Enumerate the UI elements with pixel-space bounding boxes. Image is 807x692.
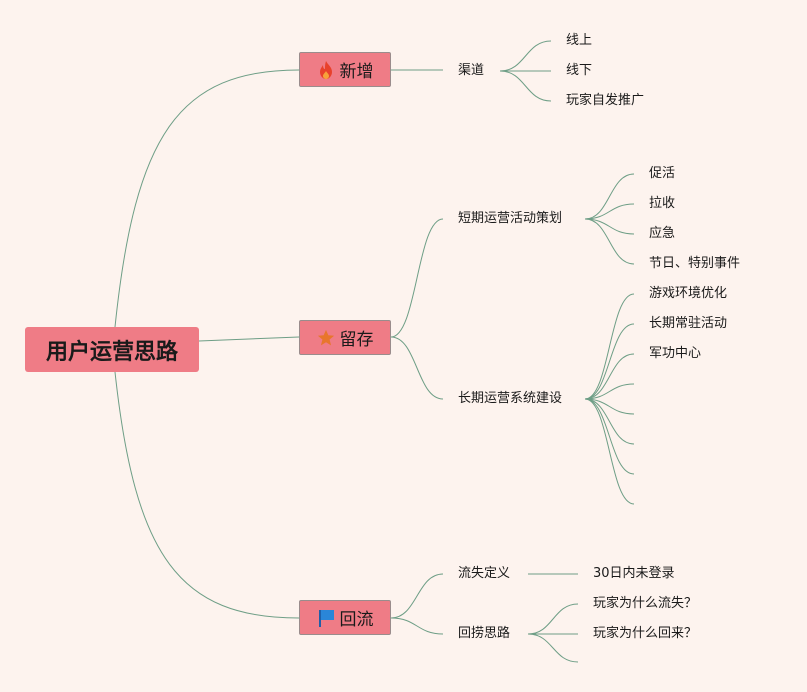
leaf-node[interactable]: 游戏环境优化 <box>649 286 728 301</box>
leaf-node[interactable]: 30日内未登录 <box>593 566 675 581</box>
leaf-node[interactable]: 节日、特别事件 <box>649 256 741 271</box>
root-node[interactable]: 用户运营思路 <box>25 327 199 372</box>
leaf-node[interactable]: 线下 <box>566 63 593 78</box>
root-node-label: 用户运营思路 <box>45 339 178 365</box>
leaf-node[interactable]: 拉收 <box>649 196 676 211</box>
edge-short-leaf <box>584 173 635 220</box>
edge-root-new <box>114 69 300 328</box>
leaf-node[interactable]: 军功中心 <box>649 346 702 361</box>
topic-node-short-term[interactable]: 短期运营活动策划 <box>458 211 563 226</box>
topic-node-churn-definition[interactable]: 流失定义 <box>458 566 511 581</box>
edge-long-leaf <box>584 383 635 400</box>
edge-long-leaf <box>584 323 635 400</box>
edge-recall-leaf <box>527 603 579 635</box>
leaf-node[interactable]: 玩家为什么回来？ <box>593 626 698 641</box>
leaf-node[interactable]: 促活 <box>649 166 676 181</box>
edge-long-leaf <box>584 353 635 400</box>
branch-node-new[interactable]: 新增 <box>299 52 391 87</box>
edge-channel-leaf <box>499 40 552 72</box>
edge-root-return <box>114 371 300 619</box>
fire-icon <box>317 60 335 80</box>
edge-long-leaf <box>584 293 635 400</box>
topic-node-channel[interactable]: 渠道 <box>458 63 485 78</box>
edge-short-leaf <box>584 203 635 220</box>
branch-node-label: 新增 <box>339 62 374 82</box>
edge-root-retain <box>198 336 300 342</box>
leaf-node[interactable]: 长期常驻活动 <box>649 316 728 331</box>
branch-node-label: 留存 <box>339 330 374 350</box>
leaf-node[interactable]: 玩家自发推广 <box>566 93 645 108</box>
leaf-node[interactable]: 玩家为什么流失？ <box>593 596 698 611</box>
edge-channel-leaf <box>499 70 552 102</box>
topic-node-long-term[interactable]: 长期运营系统建设 <box>458 391 563 406</box>
edge-retain-long <box>390 336 444 400</box>
branch-node-return[interactable]: 回流 <box>299 600 391 635</box>
branch-node-label: 回流 <box>339 610 374 630</box>
edge-return-churn <box>390 573 444 619</box>
leaf-node[interactable]: 线上 <box>566 33 593 48</box>
star-icon <box>317 328 335 348</box>
edge-long-leaf <box>584 398 635 505</box>
edge-retain-short <box>390 218 444 338</box>
flag-icon <box>317 608 335 628</box>
edge-recall-leaf <box>527 633 579 663</box>
topic-node-recall-idea[interactable]: 回捞思路 <box>458 626 511 641</box>
edge-long-leaf <box>584 398 635 475</box>
branch-node-retain[interactable]: 留存 <box>299 320 391 355</box>
edge-return-recall <box>390 617 444 635</box>
edge-long-leaf <box>584 398 635 445</box>
leaf-node[interactable]: 应急 <box>649 226 676 241</box>
edge-short-leaf <box>584 218 635 265</box>
edge-short-leaf <box>584 218 635 235</box>
